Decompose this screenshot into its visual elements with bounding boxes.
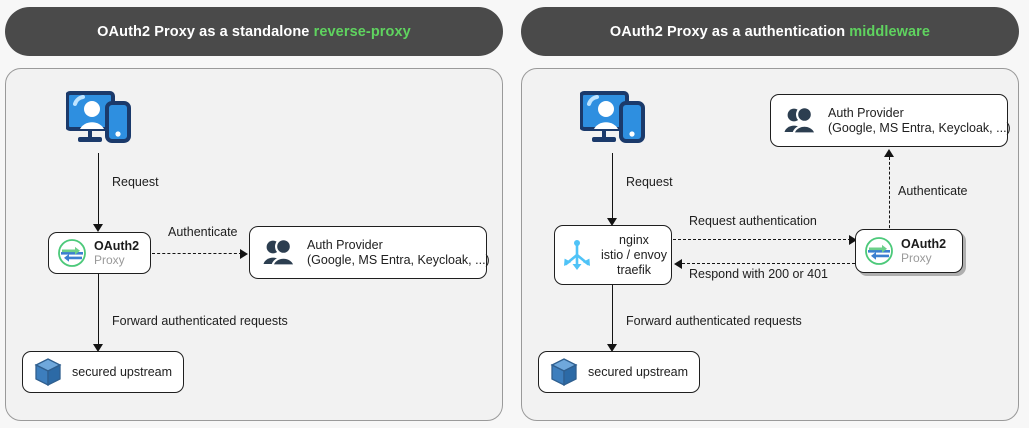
panel-body-middleware: Request Auth Provider (Google, MS Entra,… [521, 68, 1019, 421]
node-auth-provider[interactable]: Auth Provider (Google, MS Entra, Keycloa… [249, 226, 490, 279]
oauth2-proxy-name: OAuth2 [901, 237, 947, 251]
oauth2-proxy-sub: Proxy [94, 253, 125, 267]
edge-label-forward: Forward authenticated requests [112, 314, 288, 328]
node-secured-upstream[interactable]: secured upstream [538, 351, 700, 393]
edge-label-forward: Forward authenticated requests [626, 314, 802, 328]
gateway-line-2: istio / envoy [600, 247, 667, 262]
edge-proxy-to-upstream-line [98, 274, 99, 346]
edge-proxy-to-authprovider-line [152, 253, 242, 254]
panel-title-middleware: OAuth2 Proxy as a authentication middlew… [521, 7, 1019, 56]
edge-client-to-gateway-arrow [607, 218, 617, 226]
auth-provider-people-icon [783, 105, 819, 137]
edge-gateway-to-upstream-arrow [607, 344, 617, 352]
node-secured-upstream[interactable]: secured upstream [22, 351, 184, 393]
edge-label-request: Request [112, 175, 159, 189]
auth-provider-examples: (Google, MS Entra, Keycloak, ...) [307, 252, 490, 267]
secured-upstream-cube-icon [33, 357, 63, 387]
user-workstation-icon [66, 91, 132, 153]
panel-authentication-middleware: OAuth2 Proxy as a authentication middlew… [521, 0, 1024, 428]
secured-upstream-label: secured upstream [72, 364, 173, 379]
edge-proxy-to-authprovider-arrow [240, 249, 248, 259]
panel-standalone-reverse-proxy: OAuth2 Proxy as a standalone reverse-pro… [5, 0, 508, 428]
oauth2-proxy-name: OAuth2 [94, 239, 140, 253]
auth-provider-examples: (Google, MS Entra, Keycloak, ...) [828, 120, 1011, 135]
auth-provider-people-icon [262, 237, 298, 269]
edge-label-request: Request [626, 175, 673, 189]
edge-label-request-authentication: Request authentication [689, 214, 817, 228]
node-gateway[interactable]: nginx istio / envoy traefik [554, 225, 672, 285]
edge-client-to-proxy-line [98, 153, 99, 226]
panel-body-standalone: Request OAuth2 Proxy [5, 68, 503, 421]
edge-proxy-to-gateway-line [682, 263, 860, 264]
edge-label-authenticate: Authenticate [898, 184, 968, 198]
node-oauth2-proxy[interactable]: OAuth2 Proxy [855, 229, 963, 273]
edge-gateway-to-proxy-line [673, 239, 851, 240]
service-mesh-arrows-icon [561, 238, 593, 272]
edge-label-respond: Respond with 200 or 401 [689, 267, 828, 281]
secured-upstream-label: secured upstream [588, 364, 689, 379]
secured-upstream-cube-icon [549, 357, 579, 387]
oauth2-proxy-sub: Proxy [901, 251, 932, 265]
edge-proxy-to-upstream-arrow [93, 344, 103, 352]
gateway-line-1: nginx [619, 232, 649, 247]
panel-title-standalone: OAuth2 Proxy as a standalone reverse-pro… [5, 7, 503, 56]
edge-label-authenticate: Authenticate [168, 225, 238, 239]
edge-gateway-to-upstream-line [612, 285, 613, 346]
oauth2-proxy-logo-icon [864, 236, 894, 266]
panel-title-text: OAuth2 Proxy as a authentication [609, 23, 850, 40]
edge-client-to-gateway-line [612, 153, 613, 220]
auth-provider-title: Auth Provider [307, 237, 383, 252]
gateway-line-3: traefik [616, 262, 652, 277]
oauth2-proxy-logo-icon [57, 238, 87, 268]
auth-provider-title: Auth Provider [828, 105, 904, 120]
node-oauth2-proxy[interactable]: OAuth2 Proxy [48, 232, 151, 274]
panel-title-accent: middleware [849, 23, 931, 40]
panel-title-text: OAuth2 Proxy as a standalone [97, 23, 314, 40]
panel-title-accent: reverse-proxy [313, 23, 411, 40]
edge-client-to-proxy-arrow [93, 224, 103, 232]
edge-gateway-to-proxy-arrow [849, 235, 857, 245]
edge-proxy-to-authprovider-line [889, 157, 890, 233]
user-workstation-icon [580, 91, 646, 153]
edge-proxy-to-gateway-arrow [674, 259, 682, 269]
edge-proxy-to-authprovider-arrow [884, 149, 894, 157]
node-auth-provider[interactable]: Auth Provider (Google, MS Entra, Keycloa… [770, 94, 1011, 147]
